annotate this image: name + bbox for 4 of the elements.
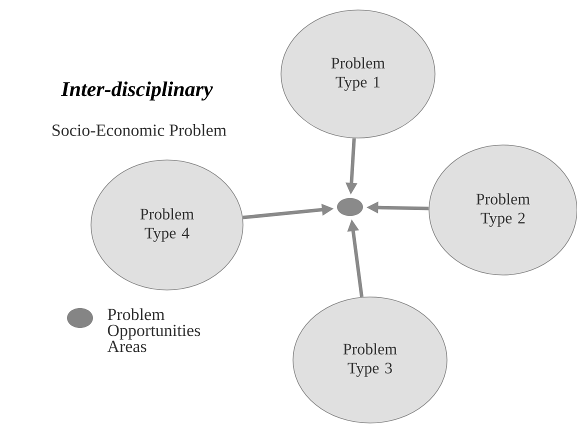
legend-text: Problem Opportunities Areas bbox=[107, 308, 200, 352]
subtitle: Socio-Economic Problem bbox=[52, 124, 226, 136]
title: Inter-disciplinary bbox=[60, 81, 213, 101]
opportunity-dot bbox=[337, 198, 363, 216]
